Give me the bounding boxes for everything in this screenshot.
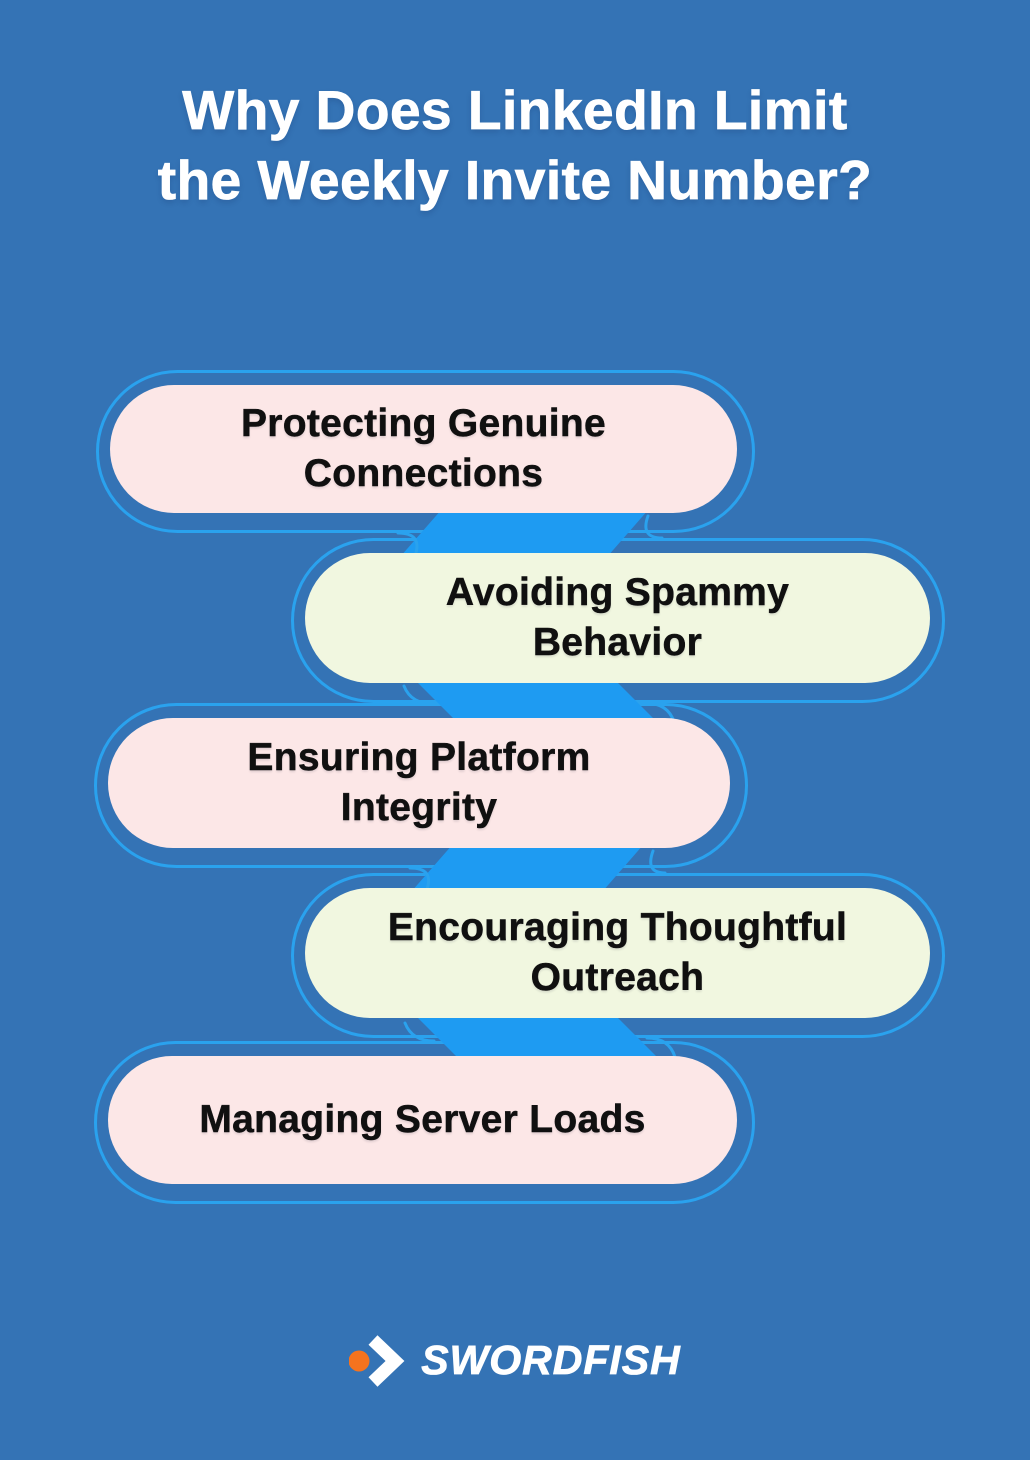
- brand-dot: [349, 1350, 370, 1372]
- step-label-4: Encouraging Thoughtful Outreach: [387, 906, 848, 999]
- title-line-1: Why Does LinkedIn Limit: [182, 79, 848, 142]
- step-pill-1: Protecting Genuine Connections: [110, 385, 737, 513]
- step-label-3: Ensuring Platform Integrity: [247, 736, 591, 829]
- page-title: Why Does LinkedIn Limit the Weekly Invit…: [0, 76, 1030, 216]
- step-pill-4: Encouraging Thoughtful Outreach: [305, 888, 930, 1018]
- brand-chevron-icon: [349, 1335, 405, 1387]
- step-pill-3: Ensuring Platform Integrity: [108, 718, 730, 848]
- brand-logo: SWORDFISH: [0, 1326, 1030, 1394]
- step-label-5: Managing Server Loads: [199, 1098, 646, 1142]
- title-line-2: the Weekly Invite Number?: [157, 148, 873, 211]
- step-pill-2: Avoiding Spammy Behavior: [305, 553, 930, 683]
- step-pill-5: Managing Server Loads: [108, 1056, 737, 1184]
- brand-name: SWORDFISH: [421, 1336, 681, 1383]
- step-label-2: Avoiding Spammy Behavior: [445, 571, 790, 664]
- step-label-1: Protecting Genuine Connections: [240, 402, 607, 495]
